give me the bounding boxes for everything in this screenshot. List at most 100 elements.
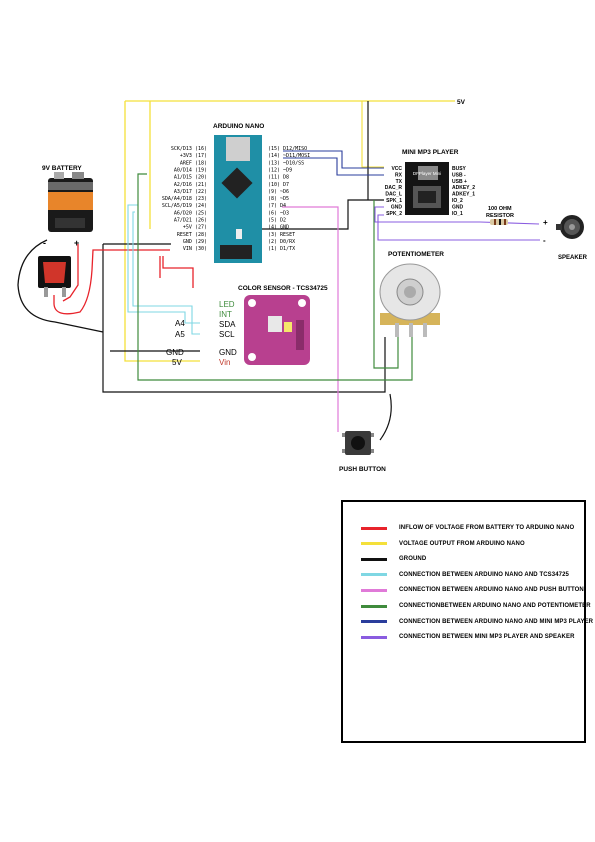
sensor-right-label-1: INT: [219, 310, 232, 319]
arduino-left-pin-9: A6/D20 (25): [174, 210, 207, 216]
wire-5v-rail: [124, 100, 455, 362]
sensor-right-label-2: SDA: [219, 320, 236, 329]
mp3-left-pin-6: GND: [391, 204, 403, 210]
wire-battery-power: [53, 244, 194, 315]
arduino-right-pin-8: (7) D4: [268, 203, 286, 209]
arduino-left-pin-12: RESET (28): [177, 232, 207, 238]
sensor-left-label-0: A4: [175, 319, 185, 328]
battery-label: 9V BATTERY: [42, 165, 82, 172]
legend-text: INFLOW OF VOLTAGE FROM BATTERY TO ARDUIN…: [399, 525, 575, 531]
arduino-left-pin-0: SCK/D13 (16): [171, 146, 207, 152]
wire-mp3-serial: [283, 150, 384, 176]
sensor-left-label-3: 5V: [172, 358, 182, 367]
arduino-left-pin-1: +3V3 (17): [180, 153, 207, 159]
sensor-right-label-4: GND: [219, 348, 237, 357]
arduino-left-pin-14: VIN (30): [183, 246, 207, 252]
legend-swatch: [361, 557, 387, 561]
arduino-left-pin-8: SCL/A5/D19 (24): [162, 203, 207, 209]
arduino-right-pin-12: (3) RESET: [268, 232, 295, 238]
push-button: [342, 431, 374, 455]
speaker-label: SPEAKER: [558, 255, 588, 261]
legend-swatch: [361, 526, 387, 530]
mp3-right-pin-5: IO_2: [452, 198, 463, 204]
sensor-right-label-3: SCL: [219, 330, 235, 339]
legend-swatch: [361, 620, 387, 624]
color-sensor-board: [244, 295, 310, 365]
arduino-right-pin-9: (6) ~D3: [268, 210, 289, 216]
arduino-right-pin-11: (4) GND: [268, 225, 289, 231]
arduino-right-pin-0: (15) D12/MISO: [268, 146, 307, 152]
potentiometer-label: POTENTIOMETER: [388, 251, 444, 258]
arduino-left-pin-7: SDA/A4/D18 (23): [162, 196, 207, 202]
sensor-left-label-1: A5: [175, 330, 185, 339]
mp3-right-pin-4: ADKEY_1: [452, 192, 475, 198]
wire-ground: [102, 101, 392, 441]
legend-text: CONNECTION BETWEEN ARDUINO NANO AND MINI…: [399, 618, 594, 625]
legend-item: CONNECTIONBETWEEN ARDUINO NANO AND POTEN…: [361, 599, 591, 613]
battery-minus: -: [43, 238, 46, 248]
arduino-left-pin-4: A1/D15 (20): [174, 175, 207, 181]
speaker-plus: +: [543, 218, 548, 227]
legend-text: CONNECTIONBETWEEN ARDUINO NANO AND POTEN…: [399, 603, 591, 609]
wire-potentiometer: [137, 173, 413, 381]
push-button-label: PUSH BUTTON: [339, 466, 386, 473]
mp3-player-board: [405, 162, 449, 215]
arduino-right-pin-10: (5) D2: [268, 218, 286, 224]
mp3-left-pin-1: RX: [395, 172, 403, 178]
legend-item: CONNECTION BETWEEN ARDUINO NANO AND TCS3…: [361, 568, 569, 582]
legend-item: CONNECTION BETWEEN ARDUINO NANO AND MINI…: [361, 615, 593, 629]
resistor: [490, 219, 508, 225]
rail-5v-label: 5V: [457, 99, 466, 106]
arduino-right-pin-labels: (15) D12/MISO(14) ~D11/MOSI(13) ~D10/SS(…: [268, 146, 310, 252]
arduino-left-pin-11: +5V (27): [183, 225, 207, 231]
arduino-nano-board: [214, 135, 262, 263]
legend-text: CONNECTION BETWEEN ARDUINO NANO AND PUSH…: [399, 587, 584, 594]
legend-swatch: [361, 542, 387, 546]
wire-battery-loop: [17, 239, 104, 333]
wire-i2c: [127, 204, 200, 335]
legend-item: INFLOW OF VOLTAGE FROM BATTERY TO ARDUIN…: [361, 521, 574, 535]
battery-plus: +: [74, 238, 79, 248]
arduino-left-pin-labels: SCK/D13 (16)+3V3 (17)AREF (18)A0/D14 (19…: [162, 146, 207, 252]
mp3-title: MINI MP3 PLAYER: [402, 149, 459, 156]
arduino-left-pin-13: GND (29): [183, 239, 207, 245]
legend-text: CONNECTION BETWEEN ARDUINO NANO AND TCS3…: [399, 571, 569, 578]
legend-text: CONNECTION BETWEEN MINI MP3 PLAYER AND S…: [399, 634, 575, 641]
legend-item: CONNECTION BETWEEN ARDUINO NANO AND PUSH…: [361, 583, 584, 597]
speaker: [556, 215, 584, 239]
resistor-label-2: RESISTOR: [486, 213, 514, 219]
mp3-right-pin-0: BUSY: [452, 166, 467, 172]
legend-item: GROUND: [361, 552, 426, 566]
arduino-right-pin-3: (12) ~D9: [268, 167, 292, 173]
potentiometer: [379, 263, 441, 337]
battery: [48, 172, 93, 232]
arduino-right-pin-7: (8) ~D5: [268, 196, 289, 202]
mp3-left-pin-0: VCC: [391, 166, 402, 172]
sensor-right-label-0: LED: [219, 300, 235, 309]
arduino-right-pin-1: (14) ~D11/MOSI: [268, 153, 310, 159]
arduino-left-pin-2: AREF (18): [180, 160, 207, 166]
mp3-right-pin-1: USB -: [452, 172, 466, 178]
legend: INFLOW OF VOLTAGE FROM BATTERY TO ARDUIN…: [341, 500, 593, 743]
arduino-right-pin-13: (2) D0/RX: [268, 239, 295, 245]
arduino-right-pin-14: (1) D1/TX: [268, 246, 295, 252]
arduino-right-pin-2: (13) ~D10/SS: [268, 160, 304, 166]
legend-swatch: [361, 635, 387, 639]
legend-item: CONNECTION BETWEEN MINI MP3 PLAYER AND S…: [361, 630, 575, 644]
mp3-right-pin-2: USB +: [452, 179, 467, 185]
legend-text: GROUND: [399, 556, 427, 563]
arduino-right-pin-5: (10) D7: [268, 182, 289, 188]
speaker-minus: -: [543, 236, 546, 245]
mp3-right-pin-3: ADKEY_2: [452, 185, 475, 191]
mp3-left-pin-3: DAC_R: [385, 185, 403, 191]
legend-swatch: [361, 573, 387, 577]
arduino-left-pin-10: A7/D21 (26): [174, 218, 207, 224]
arduino-right-pin-4: (11) D8: [268, 175, 289, 181]
legend-item: VOLTAGE OUTPUT FROM ARDUINO NANO: [361, 537, 525, 551]
mp3-left-pin-4: DAC_L: [385, 192, 402, 198]
